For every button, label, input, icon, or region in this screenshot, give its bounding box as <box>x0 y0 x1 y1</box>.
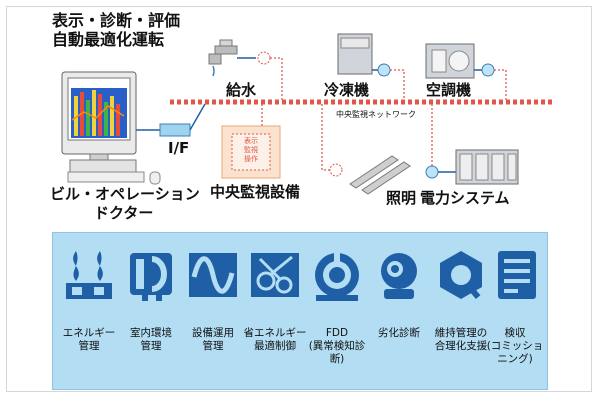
caption-maintenance-support: 維持管理の 合理化支援 <box>434 327 488 353</box>
chiller-node <box>377 63 391 77</box>
pc-workstation <box>61 71 161 185</box>
screen-text-monitor: 監視 <box>244 146 258 154</box>
lighting-tubes <box>349 155 411 195</box>
fault-detection-icon <box>315 253 359 301</box>
commissioning-icon <box>498 251 536 299</box>
caption-equipment-operation: 設備運用 管理 <box>192 327 234 353</box>
pc-label-line1: ビル・オペレーション <box>50 185 200 203</box>
power-cabinets <box>455 149 519 185</box>
chiller-icon <box>337 33 373 75</box>
aircon-node <box>481 63 495 77</box>
power-label: 電力システム <box>420 189 510 207</box>
equipment-operation-icon <box>189 253 237 297</box>
central-label: 中央監視設備 <box>210 183 301 201</box>
caption-commissioning: 検収 (コミッショ ニング) <box>486 327 544 366</box>
pc-title-line2: 自動最適化運転 <box>52 30 165 49</box>
functions-panel: エネルギー 管理 室内環境 管理 設備運用 管理 省エネルギー 最適制御 FDD… <box>52 232 548 390</box>
water-label: 給水 <box>226 81 257 99</box>
pc-label-line2: ドクター <box>94 204 154 222</box>
interface-label: I/F <box>168 139 190 157</box>
interface-box <box>159 123 191 137</box>
power-node <box>425 165 439 179</box>
caption-energy-saving-control: 省エネルギー 最適制御 <box>243 327 307 353</box>
caption-indoor-environment: 室内環境 管理 <box>130 327 172 353</box>
caption-degradation-diagnosis: 劣化診断 <box>378 327 420 339</box>
network-label: 中央監視ネットワーク <box>336 110 416 119</box>
lighting-label: 照明 <box>386 189 417 207</box>
system-diagram <box>61 33 555 195</box>
indoor-environment-icon <box>130 253 172 301</box>
caption-energy-management: エネルギー 管理 <box>62 327 116 353</box>
lighting-node <box>329 163 343 177</box>
degradation-diagnosis-icon <box>381 253 417 299</box>
central-monitor-panel <box>221 125 281 179</box>
faucet-icon <box>208 39 256 77</box>
energy-management-icon <box>66 251 112 299</box>
energy-saving-control-icon <box>251 253 299 297</box>
screen-text-operate: 操作 <box>244 155 258 163</box>
central-screen-text: 表示 監視 操作 <box>240 137 262 164</box>
maintenance-support-icon <box>440 251 482 300</box>
caption-fault-detection: FDD (異常検知診断) <box>308 327 366 366</box>
screen-text-display: 表示 <box>244 137 258 145</box>
figure-frame <box>6 6 592 392</box>
air-handler-icon <box>425 43 475 79</box>
cooling-label: 冷凍機 <box>324 81 370 99</box>
pc-title-line1: 表示・診断・評価 <box>52 11 181 30</box>
water-node <box>257 51 271 65</box>
aircon-label: 空調機 <box>426 81 472 99</box>
